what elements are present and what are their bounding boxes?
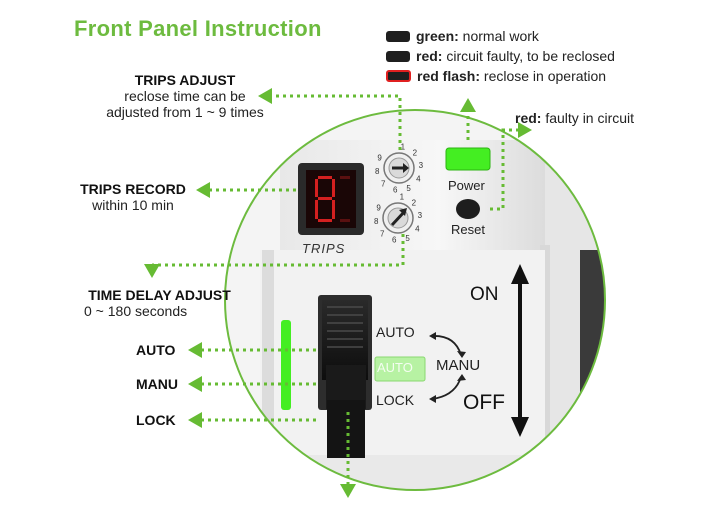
flash-swatch-icon [386, 70, 411, 82]
trips-label: TRIPS [302, 241, 346, 256]
mode-window-text: AUTO [377, 360, 413, 375]
on-off-arrow [511, 264, 529, 437]
trips-adjust-callout: TRIPS ADJUST reclose time can be adjuste… [90, 72, 280, 120]
power-label: Power [448, 178, 485, 193]
fault-indicator-label: red: faulty in circuit [515, 110, 634, 126]
fault-key: red: [515, 110, 542, 126]
legend-red-flash: red flash: reclose in operation [386, 68, 606, 84]
trips-record-sub: within 10 min [92, 197, 174, 213]
trips-adjust-line2: adjusted from 1 ~ 9 times [106, 104, 264, 120]
auto-label: AUTO [136, 342, 176, 358]
mode-window [374, 356, 426, 382]
legend-flash-text: reclose in operation [480, 68, 607, 84]
status-swatch-icon [386, 30, 410, 42]
dial-number: 4 [415, 224, 420, 233]
dial-number: 5 [406, 184, 411, 193]
dial-number: 3 [418, 211, 423, 220]
dial-number: 2 [413, 149, 418, 158]
time-delay-dial[interactable] [382, 202, 414, 234]
time-delay-sub: 0 ~ 180 seconds [84, 303, 188, 319]
time-delay-title: TIME DELAY ADJUST [88, 287, 231, 303]
dial-number: 7 [381, 179, 386, 188]
dial-number: 1 [400, 192, 405, 201]
switch-lock-label: LOCK [376, 392, 415, 408]
manu-label: MANU [136, 376, 178, 392]
trips-adjust-line1: reclose time can be [124, 88, 246, 104]
legend-red-text: circuit faulty, to be reclosed [442, 48, 615, 64]
leader-arrowheads [144, 88, 532, 498]
time-delay-callout: TIME DELAY ADJUST 0 ~ 180 seconds [72, 287, 247, 319]
reset-button[interactable] [456, 199, 480, 219]
dial-number: 5 [405, 234, 410, 243]
trips-adjust-title: TRIPS ADJUST [134, 72, 236, 88]
power-led [445, 147, 491, 171]
device-closeup [225, 110, 605, 490]
on-label: ON [470, 284, 499, 305]
trips-record-title: TRIPS RECORD [80, 181, 186, 197]
dial-number: 3 [419, 161, 424, 170]
trips-display [298, 163, 364, 235]
dial-number: 2 [412, 199, 417, 208]
dial-number: 6 [393, 186, 398, 195]
switch-auto-label: AUTO [376, 324, 415, 340]
magnifier-ring [224, 109, 606, 491]
dial-number: 8 [374, 217, 379, 226]
page-title: Front Panel Instruction [74, 16, 322, 41]
switch-manu-label: MANU [436, 357, 481, 374]
fault-text: faulty in circuit [541, 110, 635, 126]
reset-label: Reset [451, 222, 485, 237]
dial-number: 9 [377, 154, 382, 163]
trips-record-callout: TRIPS RECORD within 10 min [68, 181, 198, 213]
dial-number: 1 [401, 142, 406, 151]
status-swatch-icon [386, 50, 410, 62]
dial-number: 8 [375, 167, 380, 176]
leader-lines [152, 94, 520, 488]
lock-label: LOCK [136, 412, 176, 428]
trips-adjust-dial[interactable] [383, 152, 415, 184]
legend-red-key: red: [416, 48, 443, 64]
dial-number: 9 [376, 204, 381, 213]
legend-green-key: green: [416, 28, 459, 44]
legend-green-text: normal work [458, 28, 539, 44]
legend-green: green: normal work [386, 28, 539, 44]
dial-number: 7 [380, 229, 385, 238]
off-label: OFF [463, 391, 505, 414]
dial-number: 4 [416, 174, 421, 183]
dial-number: 6 [392, 236, 397, 245]
legend-flash-key: red flash: [417, 68, 481, 84]
legend-red: red: circuit faulty, to be reclosed [386, 48, 615, 64]
breaker-handle[interactable] [318, 295, 372, 458]
